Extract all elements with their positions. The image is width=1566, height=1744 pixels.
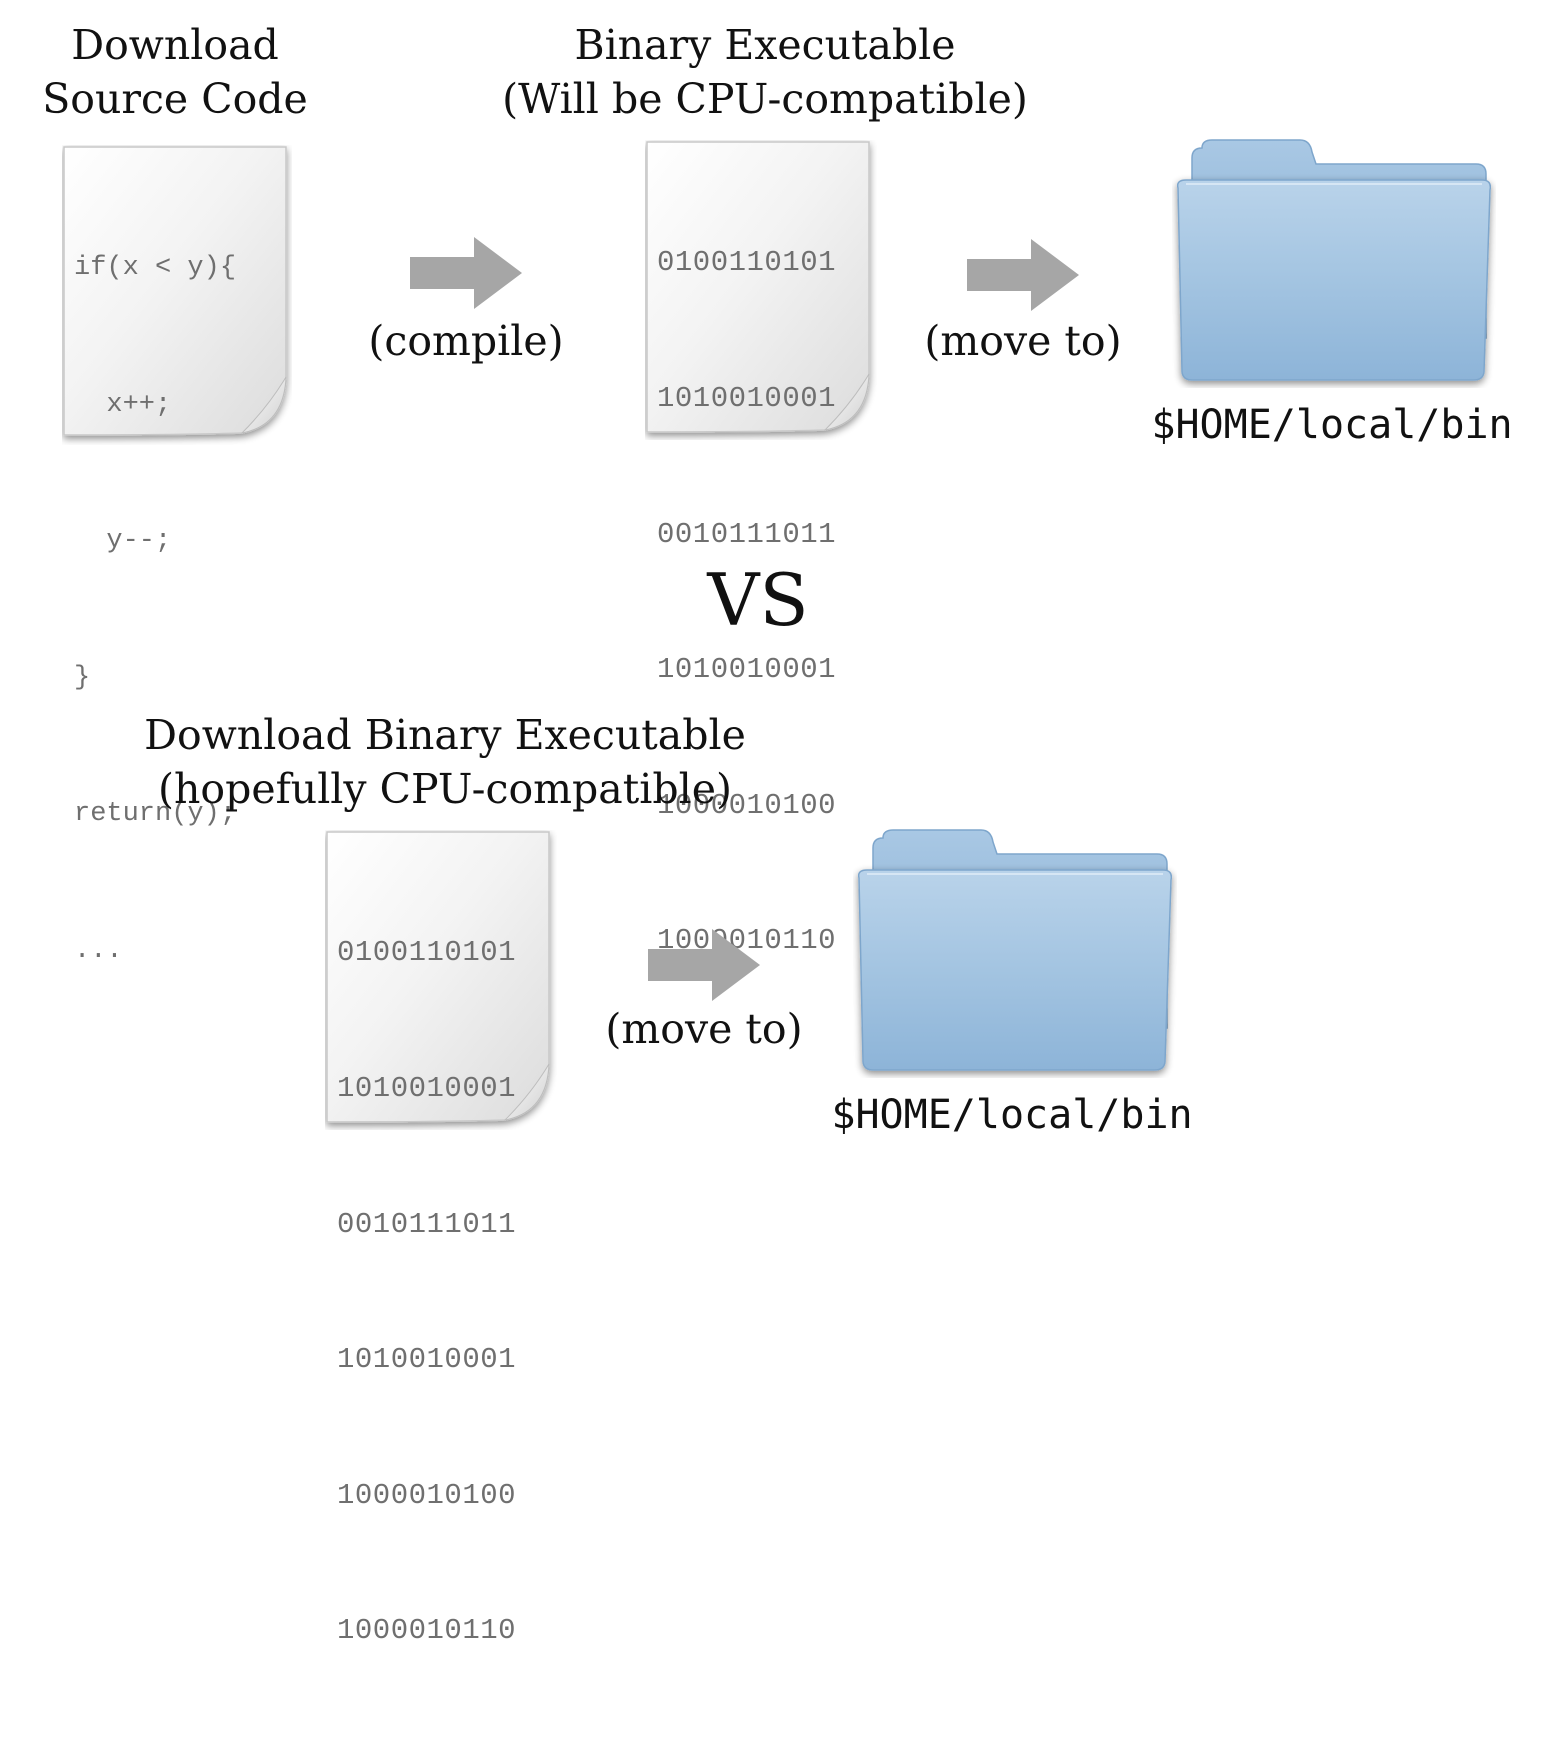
- compile-label: (compile): [368, 317, 564, 365]
- binary-line: 1010010001: [337, 1343, 517, 1377]
- binary-line: 1000010110: [337, 1614, 517, 1648]
- binary-lines: 0100110101 1010010001 0010111011 1010010…: [325, 830, 516, 1744]
- move-arrow-icon: [648, 929, 760, 1001]
- binary-line: 1000010100: [657, 788, 837, 822]
- move-to-label: (move to): [605, 1005, 803, 1053]
- source-code-title-line2: Source Code: [42, 75, 308, 123]
- binary-line: 0100110101: [657, 246, 837, 280]
- source-code-document: if(x < y){ x++; y--; } return(y); ...: [62, 145, 292, 966]
- move-arrow-icon: [967, 239, 1079, 311]
- binary-line: 0100110101: [337, 936, 517, 970]
- code-line: if(x < y){: [74, 253, 237, 283]
- binary-executable-title: Binary Executable (Will be CPU-compatibl…: [470, 18, 1060, 126]
- code-line: return(y);: [74, 799, 237, 829]
- binary-executable-title-line1: Binary Executable: [574, 21, 956, 69]
- code-line: y--;: [74, 526, 172, 556]
- download-binary-title-line2: (hopefully CPU-compatible): [158, 765, 732, 813]
- binary-lines: 0100110101 1010010001 0010111011 1010010…: [645, 140, 836, 1054]
- folder-path: $HOME/local/bin: [831, 1092, 1193, 1138]
- paper-sheet-icon: [63, 146, 287, 436]
- download-binary-title-line1: Download Binary Executable: [144, 711, 746, 759]
- source-code-title-line1: Download: [71, 21, 279, 69]
- folder-icon[interactable]: [853, 828, 1177, 1078]
- paper-sheet-icon: [326, 831, 550, 1123]
- code-line: ...: [74, 935, 123, 966]
- paper-sheet-icon: [646, 141, 870, 433]
- binary-line: 1010010001: [657, 382, 837, 416]
- binary-line: 1000010100: [337, 1478, 517, 1512]
- binary-document: 0100110101 1010010001 0010111011 1010010…: [645, 140, 877, 957]
- source-code-title: Download Source Code: [0, 18, 350, 126]
- binary-line: 1010010001: [657, 653, 837, 687]
- code-line: }: [74, 662, 91, 693]
- move-to-label: (move to): [924, 317, 1122, 365]
- binary-line: 0010111011: [337, 1207, 517, 1241]
- download-binary-title: Download Binary Executable (hopefully CP…: [120, 708, 770, 816]
- code-line: x++;: [74, 389, 172, 420]
- compile-arrow-icon: [410, 237, 522, 309]
- folder-path: $HOME/local/bin: [1151, 402, 1513, 448]
- binary-executable-title-line2: (Will be CPU-compatible): [502, 75, 1028, 123]
- binary-line: 1010010001: [337, 1072, 517, 1106]
- binary-line: 0010111011: [657, 517, 837, 551]
- downloaded-binary-document: 0100110101 1010010001 0010111011 1010010…: [325, 830, 557, 1647]
- vs-label: VS: [707, 558, 809, 642]
- source-code-lines: if(x < y){ x++; y--; } return(y); ...: [62, 145, 236, 1065]
- folder-icon[interactable]: [1172, 138, 1496, 388]
